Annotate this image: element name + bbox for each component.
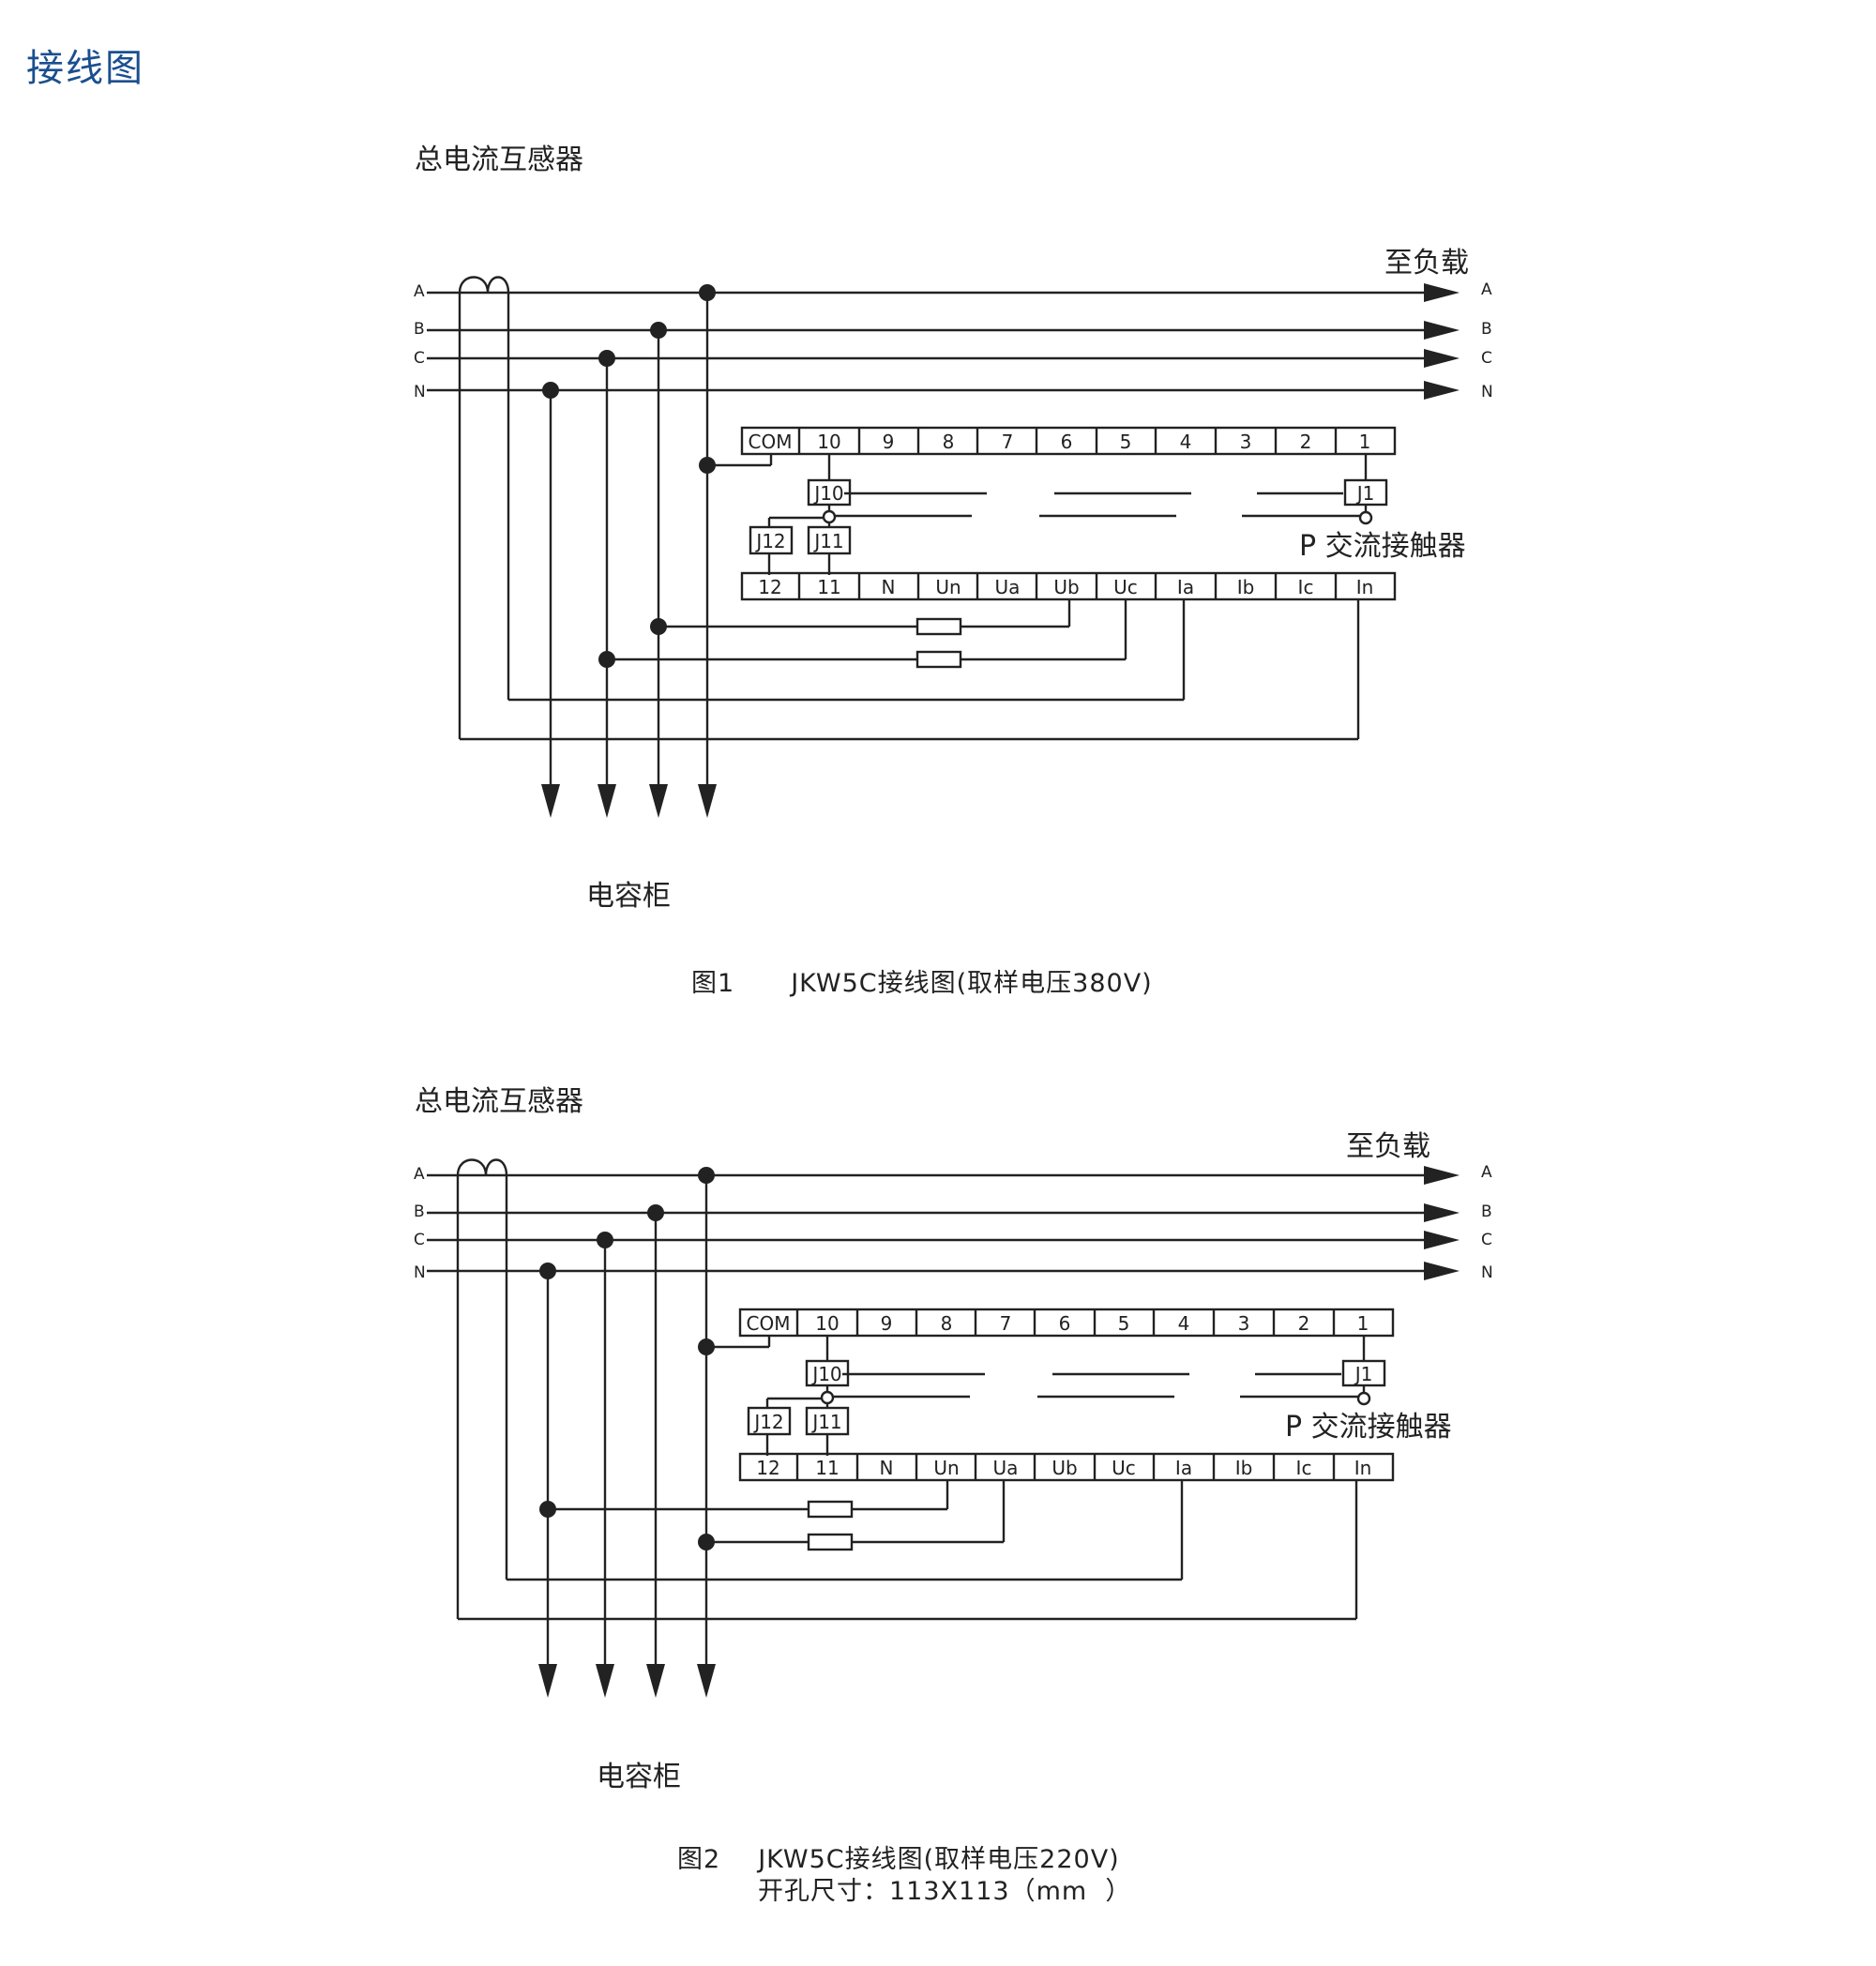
terminal-10: 10 xyxy=(815,1312,839,1335)
terminal-ib: Ib xyxy=(1237,576,1255,598)
phase-label-left-c: C xyxy=(414,349,425,368)
relay-j11: J11 xyxy=(812,530,843,552)
terminal-uc: Uc xyxy=(1112,1457,1136,1479)
phase-label-left-a: A xyxy=(414,1165,425,1184)
terminal-com: COM xyxy=(749,431,793,453)
load-label: 至负载 xyxy=(1346,1130,1430,1163)
relay-j1: J1 xyxy=(1355,482,1375,505)
ct-label: 总电流互感器 xyxy=(415,144,583,176)
terminal-un: Un xyxy=(935,576,961,598)
terminal-12: 12 xyxy=(758,576,781,598)
phase-label-left-n: N xyxy=(414,383,426,401)
terminal-ua: Ua xyxy=(995,576,1021,598)
phase-label-left-a: A xyxy=(414,282,425,301)
page-title: 接线图 xyxy=(26,47,144,90)
terminal-ia: Ia xyxy=(1177,576,1194,598)
terminal-9: 9 xyxy=(881,1312,893,1335)
terminal-ic: Ic xyxy=(1296,1457,1312,1479)
terminal-12: 12 xyxy=(756,1457,779,1479)
terminal-in: In xyxy=(1354,1457,1372,1479)
phase-label-right-b: B xyxy=(1481,1202,1492,1221)
terminal-1: 1 xyxy=(1359,431,1371,453)
relay-j10: J10 xyxy=(812,482,843,505)
terminal-4: 4 xyxy=(1178,1312,1190,1335)
figure-1-caption: 图1 JKW5C接线图(取样电压380V) xyxy=(691,968,1153,1000)
terminal-7: 7 xyxy=(1000,1312,1012,1335)
figure-2-caption: 图2 JKW5C接线图(取样电压220V) xyxy=(677,1844,1120,1876)
figure-2-title: JKW5C接线图(取样电压220V) xyxy=(758,1845,1120,1874)
phase-label-right-n: N xyxy=(1481,383,1493,401)
terminal-ub: Ub xyxy=(1053,576,1079,598)
terminal-2: 2 xyxy=(1300,431,1312,453)
terminal-uc: Uc xyxy=(1113,576,1138,598)
terminal-com: COM xyxy=(747,1312,791,1335)
terminal-7: 7 xyxy=(1002,431,1014,453)
figure-2-number: 图2 xyxy=(677,1845,721,1874)
phase-label-left-n: N xyxy=(414,1263,426,1282)
phase-label-left-b: B xyxy=(414,1202,425,1221)
terminal-3: 3 xyxy=(1240,431,1252,453)
capacitor-cabinet-label: 电容柜 xyxy=(597,1761,681,1793)
terminal-n: N xyxy=(880,1457,894,1479)
figure-1-title: JKW5C接线图(取样电压380V) xyxy=(791,969,1153,998)
terminal-9: 9 xyxy=(883,431,895,453)
terminal-ib: Ib xyxy=(1235,1457,1253,1479)
terminal-2: 2 xyxy=(1298,1312,1310,1335)
phase-label-right-c: C xyxy=(1481,1231,1492,1249)
terminal-11: 11 xyxy=(817,576,840,598)
relay-j10: J10 xyxy=(810,1363,841,1385)
terminal-5: 5 xyxy=(1118,1312,1130,1335)
terminal-in: In xyxy=(1356,576,1374,598)
figure-2-cutout-size: 开孔尺寸：113X113（mm ） xyxy=(758,1877,1132,1906)
terminal-11: 11 xyxy=(815,1457,839,1479)
load-label: 至负载 xyxy=(1384,247,1469,280)
terminal-ua: Ua xyxy=(993,1457,1019,1479)
terminal-ia: Ia xyxy=(1175,1457,1192,1479)
terminal-6: 6 xyxy=(1061,431,1073,453)
terminal-un: Un xyxy=(933,1457,959,1479)
figure-1-number: 图1 xyxy=(691,969,735,998)
ct-label: 总电流互感器 xyxy=(415,1085,583,1118)
relay-j12: J12 xyxy=(752,1411,783,1433)
terminal-ub: Ub xyxy=(1051,1457,1077,1479)
wiring-diagram-2-svg: 总电流互感器 至负载 电容柜 P 交流接触器 A B C N A B C N C… xyxy=(414,1085,1493,1793)
phase-label-right-a: A xyxy=(1481,280,1492,299)
contactor-label: P 交流接触器 xyxy=(1299,530,1466,563)
terminal-6: 6 xyxy=(1059,1312,1071,1335)
wiring-diagram-2: 总电流互感器 至负载 电容柜 P 交流接触器 A B C N A B C N C… xyxy=(0,942,1876,1966)
phase-label-right-a: A xyxy=(1481,1163,1492,1182)
phase-label-right-c: C xyxy=(1481,349,1492,368)
relay-j12: J12 xyxy=(754,530,785,552)
phase-label-left-b: B xyxy=(414,320,425,339)
terminal-8: 8 xyxy=(941,1312,953,1335)
terminal-3: 3 xyxy=(1238,1312,1250,1335)
wiring-diagram-1-svg: 总电流互感器 至负载 电容柜 P 交流接触器 A B C N A B C N C… xyxy=(414,144,1493,913)
terminal-4: 4 xyxy=(1180,431,1192,453)
terminal-10: 10 xyxy=(817,431,840,453)
terminal-ic: Ic xyxy=(1298,576,1314,598)
wiring-diagram-1: 总电流互感器 至负载 电容柜 P 交流接触器 A B C N A B C N C… xyxy=(414,144,1493,913)
phase-label-right-n: N xyxy=(1481,1263,1493,1282)
terminal-1: 1 xyxy=(1357,1312,1369,1335)
terminal-8: 8 xyxy=(943,431,955,453)
phase-label-right-b: B xyxy=(1481,320,1492,339)
terminal-n: N xyxy=(882,576,896,598)
relay-j11: J11 xyxy=(810,1411,841,1433)
contactor-label: P 交流接触器 xyxy=(1285,1411,1452,1444)
capacitor-cabinet-label: 电容柜 xyxy=(586,880,671,913)
phase-label-left-c: C xyxy=(414,1231,425,1249)
relay-j1: J1 xyxy=(1354,1363,1373,1385)
terminal-5: 5 xyxy=(1120,431,1132,453)
